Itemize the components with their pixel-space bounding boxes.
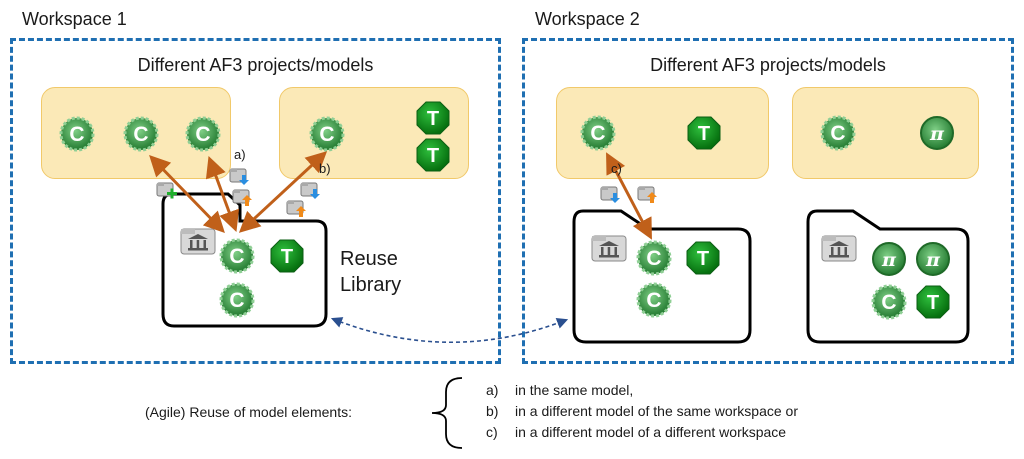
legend-key: b) (486, 403, 499, 419)
reuse-library-folder-ws2 (572, 209, 752, 344)
arrow-label-c: c) (611, 161, 622, 176)
download-folder-icon (229, 168, 250, 186)
legend-intro: (Agile) Reuse of model elements: (145, 404, 352, 420)
legend-key: c) (486, 424, 498, 440)
library-icon (591, 235, 627, 262)
reuse-library-label: Reuse Library (340, 246, 401, 298)
component-icon (219, 282, 255, 318)
type-icon (686, 241, 720, 275)
component-icon (636, 240, 672, 276)
component-icon (871, 284, 907, 320)
pi-icon (872, 242, 906, 276)
upload-folder-icon (637, 186, 658, 204)
legend-text: in a different model of a different work… (515, 424, 787, 440)
component-icon (185, 116, 221, 152)
download-folder-icon (600, 186, 621, 204)
component-icon (309, 116, 345, 152)
workspace-2-box (522, 38, 1014, 364)
upload-folder-icon (286, 200, 307, 218)
legend-brace (431, 377, 463, 449)
workspace-1-box (10, 38, 501, 364)
component-icon (59, 116, 95, 152)
project-model-ws2-a[interactable] (556, 87, 769, 179)
reuse-library-label-line1: Reuse (340, 248, 398, 270)
legend-key: a) (486, 382, 499, 398)
reuse-arrow (238, 151, 328, 233)
workspace-2-title: Workspace 2 (535, 9, 640, 29)
library-icon (180, 228, 216, 255)
component-icon (219, 238, 255, 274)
reuse-library-label-line2: Library (340, 274, 402, 296)
pi-icon (916, 242, 950, 276)
type-icon (416, 101, 450, 135)
component-icon (636, 282, 672, 318)
legend-item-b: b) in a different model of the same works… (486, 403, 798, 419)
arrow-label-b: b) (319, 161, 331, 176)
reuse-arrow (205, 156, 240, 232)
arrow-label-a: a) (234, 147, 246, 162)
component-icon (820, 115, 856, 151)
workspace-1-subtitle: Different AF3 projects/models (137, 55, 374, 75)
library-folder-ws2-pi (806, 209, 970, 344)
download-folder-icon (300, 182, 321, 200)
workspace-1-title: Workspace 1 (22, 9, 127, 29)
type-icon (916, 285, 950, 319)
legend-text: in a different model of the same workspa… (515, 403, 799, 419)
type-icon (416, 138, 450, 172)
legend-item-a: a) in the same model, (486, 382, 633, 398)
library-icon (821, 235, 857, 262)
legend-item-c: c) in a different model of a different wo… (486, 424, 786, 440)
type-icon (270, 239, 304, 273)
component-icon (123, 116, 159, 152)
legend-text: in the same model, (515, 382, 634, 398)
cross-workspace-link (330, 317, 569, 344)
workspace-2-subtitle: Different AF3 projects/models (650, 55, 886, 75)
pi-icon (920, 116, 954, 150)
component-icon (580, 115, 616, 151)
reuse-arrow (606, 152, 652, 240)
type-icon (687, 116, 721, 150)
